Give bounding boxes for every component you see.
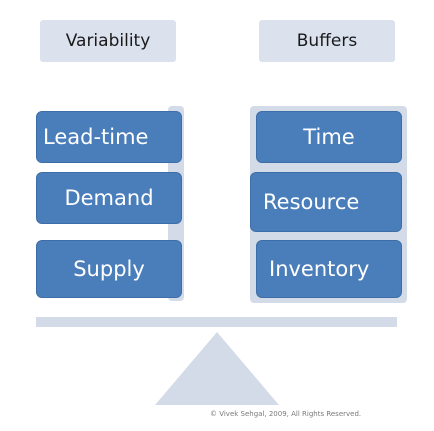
- buffer-item-time: Time: [256, 111, 402, 163]
- variability-header-label: Variability: [65, 31, 151, 51]
- buffer-item-label: Resource: [263, 190, 360, 214]
- copyright-text: © Vivek Sehgal, 2009, All Rights Reserve…: [210, 410, 362, 418]
- variability-item-demand: Demand: [36, 172, 182, 224]
- variability-item-label: Demand: [64, 186, 154, 210]
- variability-header: Variability: [40, 20, 176, 62]
- buffer-item-label: Time: [303, 125, 355, 149]
- buffers-header: Buffers: [259, 20, 395, 62]
- variability-item-label: Lead-time: [43, 125, 149, 149]
- variability-item-label: Supply: [73, 257, 145, 281]
- buffer-item-label: Inventory: [269, 257, 370, 281]
- buffers-header-label: Buffers: [296, 31, 358, 51]
- balance-beam: [36, 317, 397, 327]
- buffer-item-inventory: Inventory: [256, 240, 402, 298]
- variability-item-supply: Supply: [36, 240, 182, 298]
- variability-item-lead-time: Lead-time: [36, 111, 182, 163]
- buffer-item-resource: Resource: [250, 172, 402, 232]
